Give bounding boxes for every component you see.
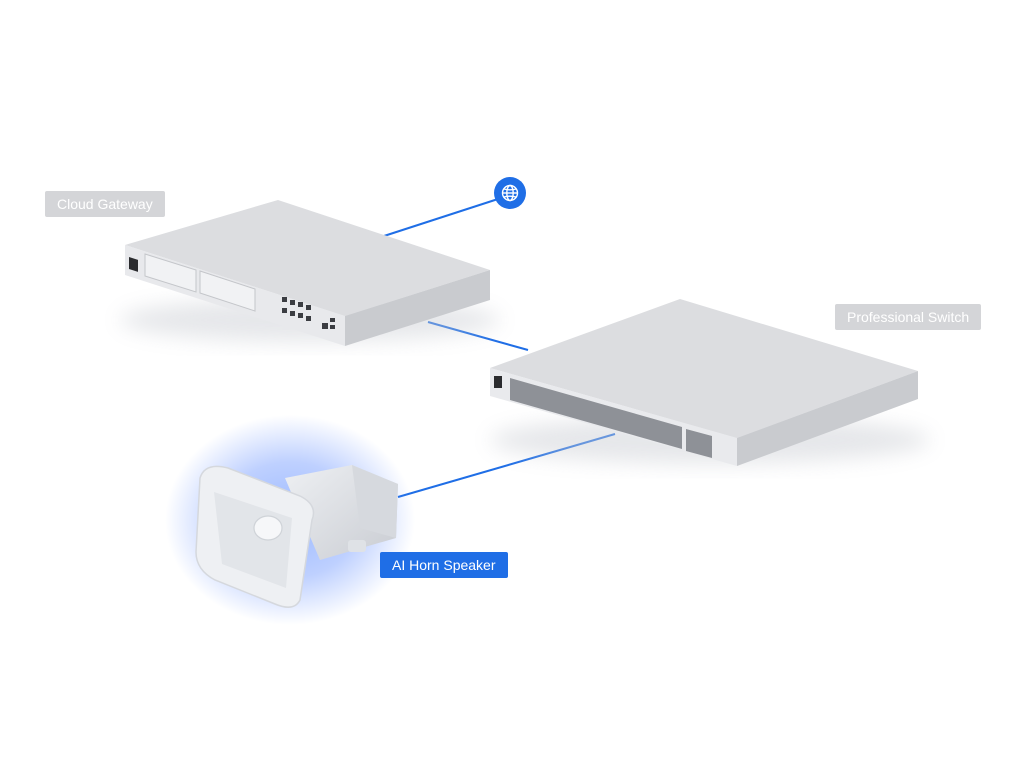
internet-node[interactable]	[494, 177, 526, 209]
cloud-gateway-label: Cloud Gateway	[45, 191, 165, 217]
ai-horn-speaker-label: AI Horn Speaker	[380, 552, 508, 578]
professional-switch-label: Professional Switch	[835, 304, 982, 330]
gateway-ports	[282, 297, 335, 329]
link-internet-gateway	[383, 198, 499, 237]
professional-switch-device[interactable]	[490, 299, 930, 466]
cloud-gateway-device[interactable]	[120, 200, 500, 346]
globe-icon	[501, 184, 519, 202]
ai-horn-speaker-device[interactable]	[165, 415, 415, 625]
